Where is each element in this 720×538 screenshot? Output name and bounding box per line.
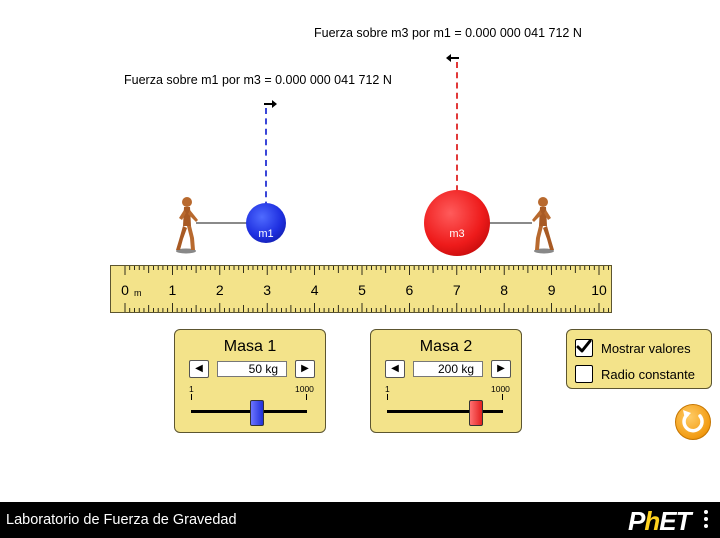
- reset-icon: [682, 410, 704, 433]
- ruler-number: 5: [358, 282, 366, 298]
- masa2-slider-thumb[interactable]: [468, 400, 483, 426]
- panel-masa2: Masa 2 ◀ 200 kg ▶ 1 1000: [370, 329, 522, 433]
- masa1-slider-thumb[interactable]: [249, 400, 264, 426]
- ruler-ticks: [124, 266, 609, 312]
- force-label-m1: Fuerza sobre m1 por m3 = 0.000 000 041 7…: [124, 73, 392, 87]
- option-mostrar-valores[interactable]: Mostrar valores: [575, 338, 691, 358]
- logo-p: P: [628, 506, 645, 536]
- masa2-max-label: 1000: [491, 384, 510, 394]
- m3-center-line: [456, 62, 458, 222]
- force-arrow-m1-icon: [264, 100, 277, 108]
- masa1-min-label: 1: [189, 384, 194, 394]
- masa2-min-label: 1: [385, 384, 390, 394]
- masa1-increment-button[interactable]: ▶: [295, 360, 315, 378]
- masa1-max-label: 1000: [295, 384, 314, 394]
- masa2-slider-track[interactable]: [387, 410, 503, 413]
- puppet-left-icon: [176, 197, 198, 254]
- force-arrow-m3-icon: [446, 54, 459, 62]
- masa2-decrement-button[interactable]: ◀: [385, 360, 405, 378]
- ruler-number: 2: [215, 282, 224, 298]
- masa1-max-tick: [306, 394, 307, 400]
- ruler-number: 4: [310, 282, 319, 298]
- ruler-number: 6: [405, 282, 414, 298]
- mass-m1[interactable]: m1: [246, 203, 286, 243]
- options-panel: Mostrar valores Radio constante: [566, 329, 712, 389]
- mostrar-valores-label: Mostrar valores: [601, 340, 691, 356]
- rope-left: [196, 222, 250, 224]
- ruler[interactable]: 0 1 2 3 4 5 6 7 8 9 10 m: [110, 265, 612, 313]
- masa2-max-tick: [502, 394, 503, 400]
- ruler-number: 1: [168, 282, 177, 298]
- navigation-bar: Laboratorio de Fuerza de Gravedad PhET: [0, 502, 720, 538]
- puppet-right-icon: [532, 197, 554, 254]
- check-icon: [576, 339, 592, 353]
- masa1-decrement-button[interactable]: ◀: [189, 360, 209, 378]
- panel-masa1: Masa 1 ◀ 50 kg ▶ 1 1000: [174, 329, 326, 433]
- ruler-unit: m: [134, 288, 142, 298]
- m1-center-line: [265, 108, 267, 218]
- rope-right: [488, 222, 532, 224]
- masa1-value: 50 kg: [217, 361, 287, 377]
- ruler-number: 8: [500, 282, 509, 298]
- phet-logo[interactable]: PhET: [628, 506, 691, 537]
- radio-constante-label: Radio constante: [601, 366, 695, 382]
- ruler-number: 0: [121, 282, 129, 298]
- logo-et: ET: [659, 506, 691, 536]
- masa2-increment-button[interactable]: ▶: [491, 360, 511, 378]
- reset-button[interactable]: [675, 404, 711, 440]
- panel-masa1-title: Masa 1: [223, 338, 277, 355]
- mostrar-valores-checkbox[interactable]: [575, 339, 593, 357]
- option-radio-constante[interactable]: Radio constante: [575, 364, 695, 384]
- masa1-min-tick: [191, 394, 192, 400]
- masa2-min-tick: [387, 394, 388, 400]
- ruler-number: 10: [591, 282, 607, 298]
- radio-constante-checkbox[interactable]: [575, 365, 593, 383]
- panel-masa2-title: Masa 2: [419, 338, 473, 355]
- menu-dots-icon[interactable]: [704, 510, 708, 531]
- masa2-value: 200 kg: [413, 361, 483, 377]
- ruler-number: 3: [263, 282, 272, 298]
- ruler-number: 9: [547, 282, 556, 298]
- logo-h: h: [644, 506, 660, 536]
- ruler-number: 7: [452, 282, 461, 298]
- masa1-slider-track[interactable]: [191, 410, 307, 413]
- force-label-m3: Fuerza sobre m3 por m1 = 0.000 000 041 7…: [314, 26, 582, 40]
- app-title: Laboratorio de Fuerza de Gravedad: [6, 512, 237, 528]
- mass-m3[interactable]: m3: [424, 190, 490, 256]
